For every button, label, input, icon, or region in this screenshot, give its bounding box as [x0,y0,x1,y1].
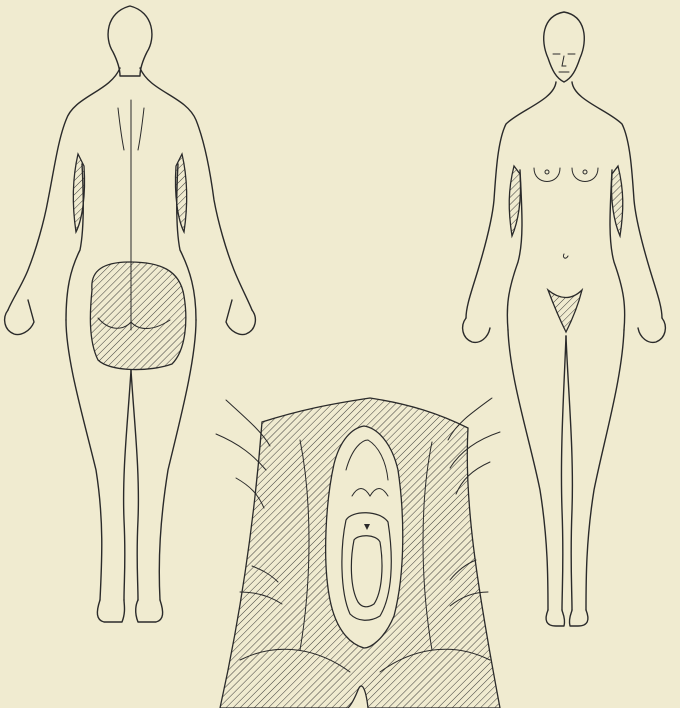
front-shaded-left-arm [509,166,520,236]
back-right-foot [136,600,163,622]
closeup-opening [351,536,382,607]
front-right-foot [569,610,587,626]
front-right-leg-inner [566,336,572,610]
back-left-foot [97,600,124,622]
back-left-leg-outer [66,320,102,600]
front-navel [563,254,568,258]
back-view-figure [5,6,256,622]
front-right-leg-outer [586,330,624,610]
front-left-leg-outer [508,330,548,610]
front-nose [562,56,566,66]
back-right-hand [226,300,255,335]
back-head [108,6,152,76]
back-right-leg-inner [131,370,138,600]
back-left-hand [5,300,34,335]
back-left-leg-inner [124,370,131,600]
perineum-closeup [216,398,500,708]
back-shaded-buttocks [90,262,185,370]
back-shoulder-blade-right [138,108,144,150]
front-left-leg-inner [561,336,566,610]
front-left-hand [463,318,490,342]
front-right-hand [638,318,665,342]
front-left-nipple [545,170,549,174]
front-view-figure [463,12,666,626]
front-left-foot [546,610,564,626]
front-right-nipple [583,170,587,174]
front-shaded-right-arm [611,166,622,236]
back-shoulder-blade-left [118,108,124,150]
front-shaded-pubic-triangle [548,290,582,332]
